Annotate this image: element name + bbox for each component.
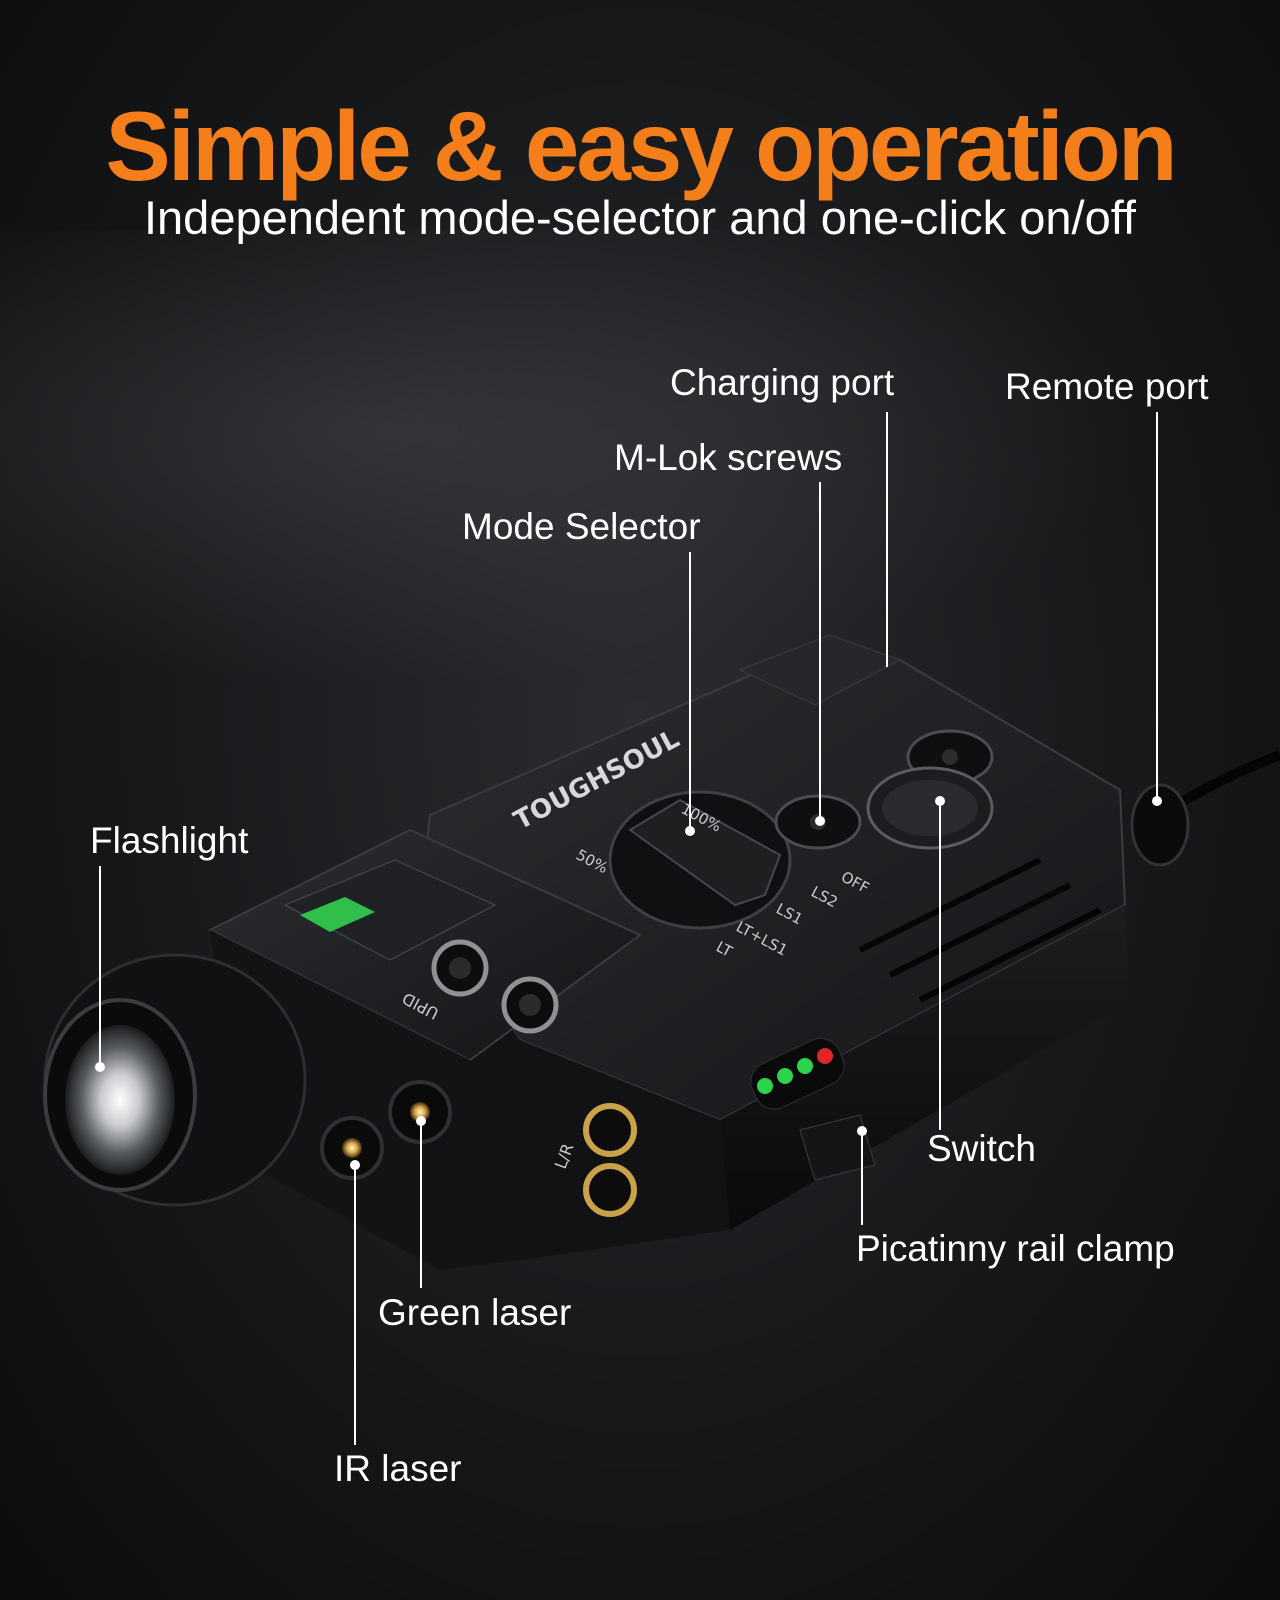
indicator-led-4 xyxy=(817,1048,833,1064)
flashlight-reflector xyxy=(65,1025,175,1175)
leader-remote-port xyxy=(1156,412,1158,800)
picatinny-clamp xyxy=(799,1114,876,1181)
callout-mode-selector: Mode Selector xyxy=(462,506,701,547)
callout-mlok-screws: M-Lok screws xyxy=(614,437,843,478)
callout-switch: Switch xyxy=(927,1128,1036,1169)
callout-charging-port: Charging port xyxy=(670,362,895,403)
dot-picatinny-clamp xyxy=(857,1126,867,1136)
warning-sticker xyxy=(283,859,497,961)
leader-mlok-screws xyxy=(819,482,821,822)
callout-ir-laser: IR laser xyxy=(334,1448,462,1489)
leader-picatinny-clamp xyxy=(861,1130,863,1225)
remote-port xyxy=(1130,783,1190,867)
leader-ir-laser xyxy=(354,1165,356,1445)
callout-picatinny-rail-clamp: Picatinny rail clamp xyxy=(856,1228,1175,1269)
dot-switch xyxy=(935,796,945,806)
page-subtitle: Independent mode-selector and one-click … xyxy=(143,191,1136,244)
lr-adjuster-2 xyxy=(583,1163,637,1217)
mode-dial-knob xyxy=(628,798,782,907)
leader-switch xyxy=(939,800,941,1130)
dot-remote-port xyxy=(1152,796,1162,806)
page-title: Simple & easy operation xyxy=(105,91,1177,201)
dot-ir-laser xyxy=(350,1160,360,1170)
leader-green-laser xyxy=(420,1120,422,1288)
leader-charging-port xyxy=(886,412,888,667)
lr-adjuster-1 xyxy=(583,1103,637,1157)
dot-green-laser xyxy=(416,1116,426,1126)
callout-green-laser: Green laser xyxy=(378,1292,572,1333)
leader-flashlight xyxy=(99,866,101,1066)
callout-flashlight: Flashlight xyxy=(90,820,249,861)
indicator-led-2 xyxy=(777,1068,793,1084)
dot-mlok-screws xyxy=(815,816,825,826)
dot-flashlight xyxy=(95,1062,105,1072)
background-haze xyxy=(0,230,1280,730)
indicator-led-3 xyxy=(797,1058,813,1074)
leader-mode-selector xyxy=(689,552,691,832)
indicator-led-1 xyxy=(757,1078,773,1094)
dot-mode-selector xyxy=(685,826,695,836)
callout-remote-port: Remote port xyxy=(1005,366,1209,407)
